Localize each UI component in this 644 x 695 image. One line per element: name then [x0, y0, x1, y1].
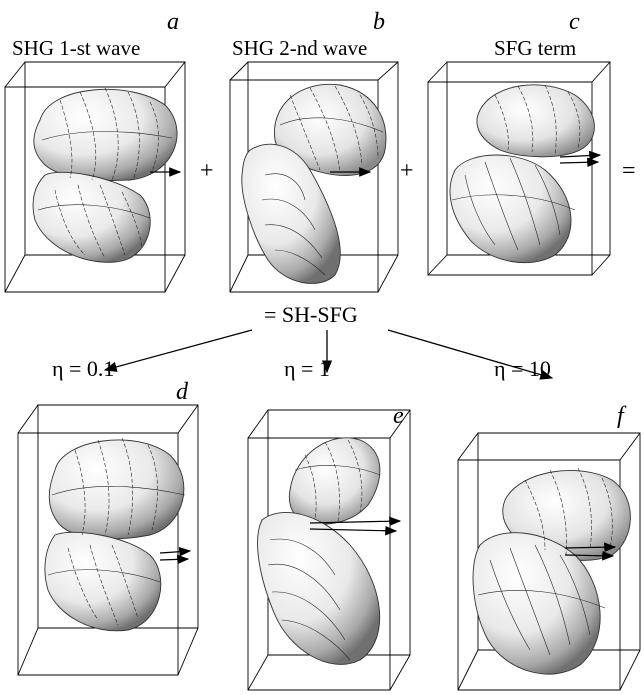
panel-d-arrow-2: [159, 554, 190, 565]
result-label: = SH-SFG: [264, 302, 358, 327]
panel-a-lower-lobe: [32, 171, 151, 263]
panel-a-title: SHG 1-st wave: [12, 36, 141, 60]
plus-operator-2: +: [400, 158, 414, 184]
panel-d-letter: d: [176, 379, 188, 405]
panel-d-lower-lobe: [44, 531, 162, 632]
panel-c-diagram: [427, 61, 611, 276]
plus-operator-1: +: [200, 158, 214, 184]
panel-c-upper-lobe: [476, 84, 595, 158]
panel-c-arrow-1: [559, 150, 602, 161]
panel-f-diagram: [457, 432, 641, 691]
panel-d-arrow-1: [159, 546, 192, 557]
panel-d-upper-lobe: [48, 439, 185, 540]
panel-a-letter: a: [167, 9, 179, 35]
arrow-to-f: [387, 329, 554, 380]
panel-e-letter: e: [393, 403, 404, 429]
panel-b-lower-lobe: [241, 143, 341, 284]
panel-c-letter: c: [569, 9, 580, 35]
arrow-to-d: [103, 329, 253, 372]
panel-d-eta: η = 0.1: [52, 356, 115, 381]
panel-e-lower-lobe: [257, 512, 381, 665]
panel-e-arrow-1: [309, 516, 402, 527]
panel-b-title: SHG 2-nd wave: [232, 36, 368, 60]
equals-operator: =: [622, 158, 636, 184]
panel-b-letter: b: [373, 9, 385, 35]
panel-f-arrow-1: [564, 542, 617, 553]
panel-f-lower-lobe: [472, 532, 601, 675]
panel-f-arrow-2: [564, 550, 615, 561]
panel-e-diagram: [247, 409, 411, 691]
panel-d-diagram: [17, 404, 199, 676]
panel-f-letter: f: [617, 403, 624, 429]
panel-c-arrow-2: [559, 157, 600, 168]
branch-arrows: [103, 329, 554, 380]
panel-a-diagram: [4, 61, 186, 293]
panel-b-diagram: [229, 61, 399, 293]
panel-c-lower-lobe: [449, 154, 572, 263]
panel-e-eta: η = 1: [284, 356, 330, 381]
panel-e-upper-lobe: [288, 437, 381, 525]
panel-e-arrow-2: [309, 525, 398, 536]
panel-c-title: SFG term: [494, 36, 577, 60]
